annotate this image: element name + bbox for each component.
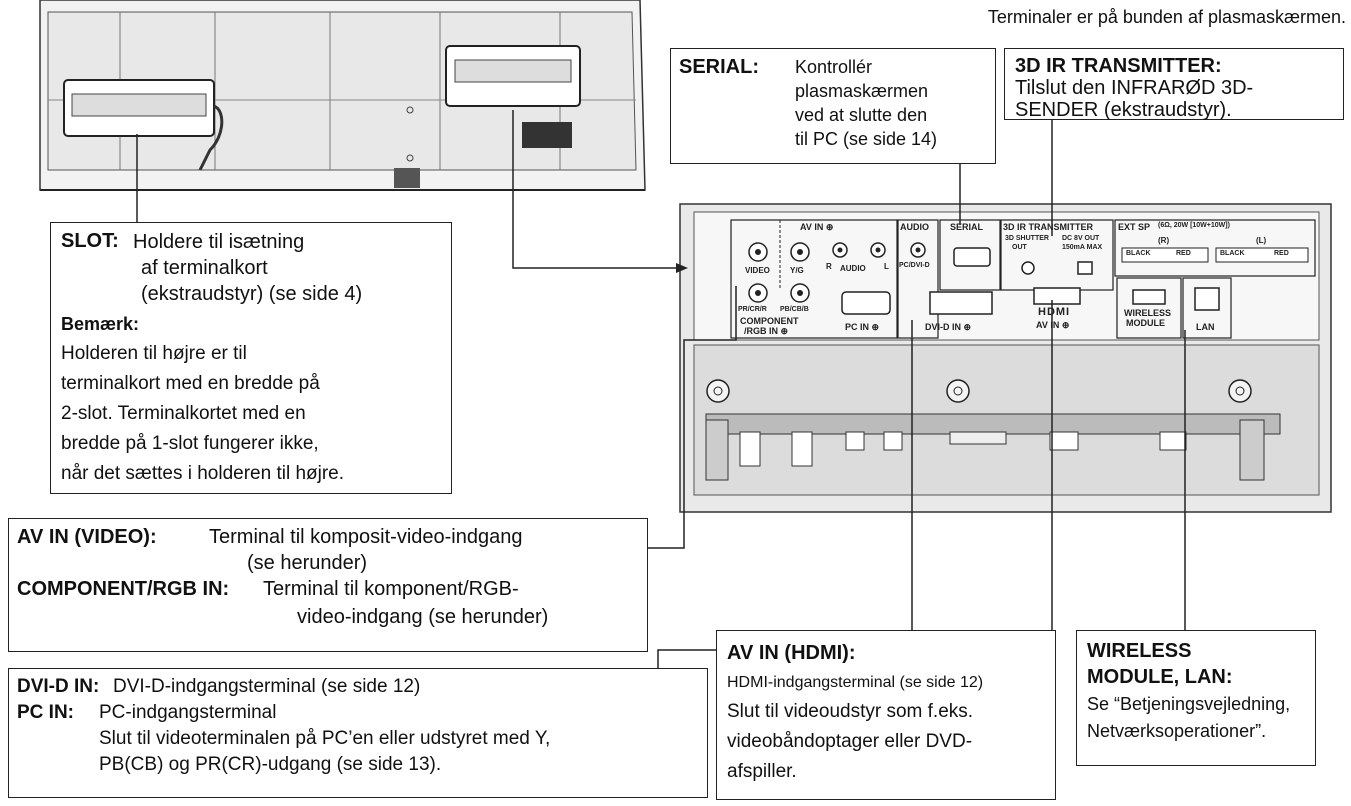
panel-label-lan: LAN: [1196, 322, 1215, 332]
slot-text: Holdere til isætning af terminalkort (ek…: [133, 229, 362, 307]
slot-note-text: Holderen til højre er til terminalkort m…: [61, 339, 344, 489]
slot-note-line: 2-slot. Terminalkortet med en: [61, 403, 306, 424]
slot-callout: SLOT: Holdere til isætning af terminalko…: [50, 222, 452, 494]
panel-label-rgb-in: /RGB IN ⊕: [744, 326, 789, 336]
panel-label-audio-lr: AUDIO: [840, 264, 866, 273]
slot-line: af terminalkort: [141, 257, 268, 279]
panel-label-video: VIDEO: [745, 266, 770, 275]
panel-label-dvid-in: DVI-D IN ⊕: [925, 322, 972, 332]
panel-label-av-in: AV IN ⊕: [800, 222, 834, 232]
header-note: Terminaler er på bunden af plasmaskærmen…: [987, 7, 1346, 27]
slot-note-line: når det sættes i holderen til højre.: [61, 463, 345, 484]
hdmi-line-1: HDMI-indgangsterminal (se side 12): [727, 674, 984, 691]
panel-label-r-ch: (R): [1158, 236, 1170, 245]
hdmi-line: Slut til videoudstyr som f.eks.: [727, 701, 974, 722]
hdmi-logo-icon: HDMI: [1038, 306, 1071, 318]
serial-line: ved at slutte den: [795, 105, 928, 125]
wireless-title-2: MODULE, LAN:: [1087, 666, 1233, 688]
component-title: COMPONENT/RGB IN:: [17, 578, 230, 600]
component-text-2: video-indgang (se herunder): [297, 606, 549, 628]
panel-label-red-r: RED: [1176, 250, 1191, 257]
serial-line: Kontrollér: [795, 57, 873, 77]
ir-text: Tilslut den INFRARØD 3D- SENDER (ekstrau…: [1015, 77, 1253, 121]
panel-label-wireless: WIRELESS: [1124, 308, 1172, 318]
callout-lines: [136, 110, 1186, 668]
ir-title: 3D IR TRANSMITTER:: [1015, 55, 1222, 77]
hdmi-callout: AV IN (HDMI): HDMI-indgangsterminal (se …: [716, 630, 1056, 800]
hdmi-line: videobåndoptager eller DVD-: [727, 731, 973, 752]
wireless-line: Se “Betjeningsvejledning,: [1087, 694, 1291, 714]
panel-label-black-r: BLACK: [1126, 250, 1151, 257]
slot-note-line: bredde på 1-slot fungerer ikke,: [61, 433, 319, 454]
pc-in-text-3: PB(CB) og PR(CR)-udgang (se side 13).: [99, 754, 442, 775]
wireless-line: Netværksoperationer”.: [1087, 721, 1267, 741]
panel-label-pcdvid: PC/DVI-D: [899, 262, 930, 269]
serial-text: Kontrollér plasmaskærmen ved at slutte d…: [795, 55, 937, 151]
serial-callout: SERIAL: Kontrollér plasmaskærmen ved at …: [670, 48, 996, 164]
serial-line: til PC (se side 14): [795, 129, 938, 149]
panel-label-r: R: [826, 262, 832, 271]
pc-in-text-2: Slut til videoterminalen på PC’en eller …: [99, 728, 551, 749]
panel-label-ext-sp: EXT SP: [1118, 222, 1151, 232]
slot-note-line: Holderen til højre er til: [61, 343, 247, 364]
panel-label-l: L: [884, 262, 889, 271]
component-text-1: Terminal til komponent/RGB-: [263, 578, 519, 600]
panel-label-component: COMPONENT: [740, 316, 799, 326]
panel-label-yg: Y/G: [790, 266, 804, 275]
panel-label-ext-sp-spec: (6Ω, 20W [10W+10W]): [1158, 222, 1230, 229]
panel-label-pc-in: PC IN ⊕: [845, 322, 880, 332]
panel-label-pr: PR/CR/R: [738, 306, 767, 313]
panel-label-l-ch: (L): [1256, 236, 1267, 245]
hdmi-text: Slut til videoudstyr som f.eks. videobån…: [727, 697, 973, 787]
ir-transmitter-callout: 3D IR TRANSMITTER: Tilslut den INFRARØD …: [1004, 48, 1344, 121]
slot-title: SLOT:: [61, 230, 119, 252]
panel-label-serial: SERIAL: [950, 222, 984, 232]
wireless-text: Se “Betjeningsvejledning, Netværksoperat…: [1087, 691, 1290, 745]
av-video-callout: AV IN (VIDEO): Terminal til komposit-vid…: [8, 518, 648, 652]
tv-rear-illustration: [39, 0, 646, 191]
slot-note-title: Bemærk:: [61, 314, 140, 334]
ir-line: Tilslut den INFRARØD 3D-: [1015, 77, 1254, 99]
panel-label-module: MODULE: [1126, 318, 1165, 328]
panel-label-ir: 3D IR TRANSMITTER: [1003, 222, 1093, 232]
hdmi-title: AV IN (HDMI):: [727, 642, 856, 664]
panel-label-shutter-2: OUT: [1012, 244, 1027, 251]
panel-label-shutter: 3D SHUTTER: [1005, 235, 1049, 242]
av-video-text-2: (se herunder): [247, 552, 368, 574]
pc-in-title: PC IN:: [17, 702, 74, 723]
dvi-title: DVI-D IN:: [17, 676, 100, 697]
serial-line: plasmaskærmen: [795, 81, 929, 101]
dvi-pc-callout: DVI-D IN: DVI-D-indgangsterminal (se sid…: [8, 668, 708, 798]
panel-label-black-l: BLACK: [1220, 250, 1245, 257]
av-video-title: AV IN (VIDEO):: [17, 526, 157, 548]
serial-title: SERIAL:: [679, 56, 759, 78]
av-video-text-1: Terminal til komposit-video-indgang: [209, 526, 523, 548]
dvi-text: DVI-D-indgangsterminal (se side 12): [113, 676, 421, 697]
slot-line: Holdere til isætning: [133, 231, 305, 253]
panel-label-red-l: RED: [1274, 250, 1289, 257]
panel-label-pb: PB/CB/B: [780, 306, 809, 313]
slot-note-line: terminalkort med en bredde på: [61, 373, 320, 394]
hdmi-line: afspiller.: [727, 761, 797, 782]
slot-line: (ekstraudstyr) (se side 4): [141, 283, 363, 305]
panel-label-dc-out: DC 8V OUT: [1062, 235, 1100, 242]
panel-label-dc-out-2: 150mA MAX: [1062, 244, 1103, 251]
panel-label-audio: AUDIO: [900, 222, 929, 232]
pc-in-text-1: PC-indgangsterminal: [99, 702, 277, 723]
wireless-lan-callout: WIRELESS MODULE, LAN: Se “Betjeningsvejl…: [1076, 630, 1316, 766]
ir-line: SENDER (ekstraudstyr).: [1015, 99, 1232, 121]
panel-label-av-in-hdmi: AV IN ⊕: [1036, 320, 1070, 330]
terminal-panel-illustration: [679, 203, 1332, 513]
wireless-title: WIRELESS: [1087, 640, 1192, 662]
